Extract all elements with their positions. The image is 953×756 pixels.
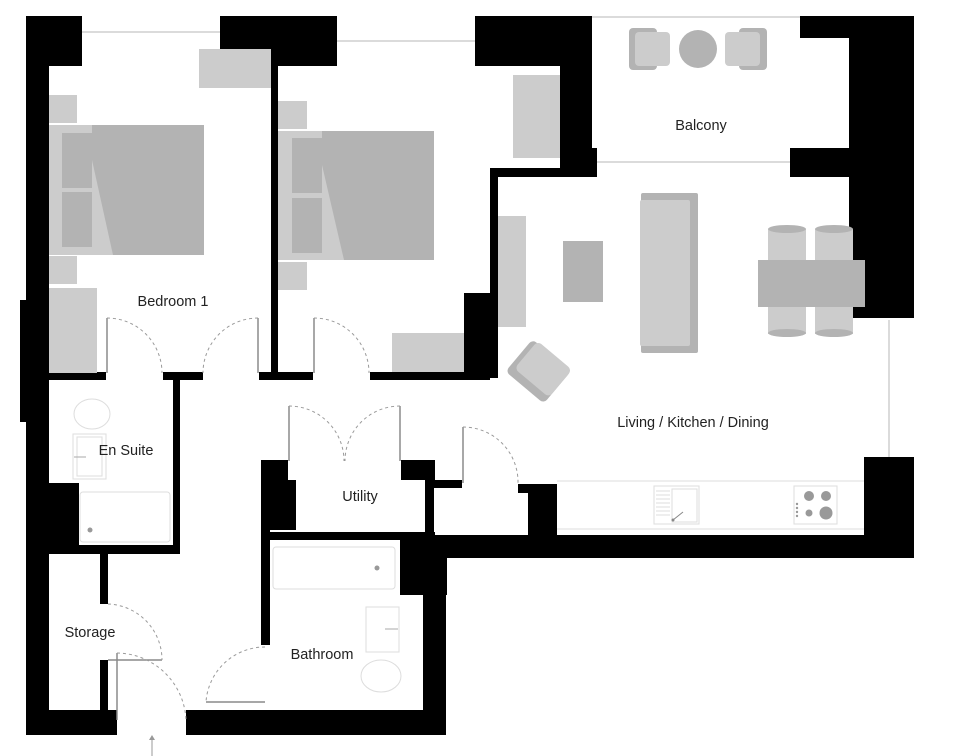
- walls: [20, 16, 914, 735]
- room-label-en-suite: En Suite: [98, 443, 154, 459]
- room-label-bathroom: Bathroom: [290, 647, 354, 663]
- room-label-utility: Utility: [342, 489, 378, 505]
- doors: [106, 317, 519, 721]
- bathroom-fixtures: [272, 546, 402, 693]
- kitchen-counter: [557, 480, 864, 530]
- living-furniture: [498, 193, 865, 402]
- entrance-arrow-icon: [149, 735, 155, 756]
- bedroom-2-furniture: [278, 75, 560, 372]
- en-suite-fixtures: [72, 398, 171, 543]
- room-label-bedroom-1: Bedroom 1: [137, 294, 209, 310]
- room-label-balcony: Balcony: [675, 118, 727, 134]
- room-label-living-kitchen-dining: Living / Kitchen / Dining: [617, 415, 769, 431]
- bedroom-1-furniture: [49, 49, 271, 373]
- balcony-furniture: [629, 28, 767, 70]
- room-label-storage: Storage: [64, 625, 116, 641]
- windows: [82, 16, 890, 457]
